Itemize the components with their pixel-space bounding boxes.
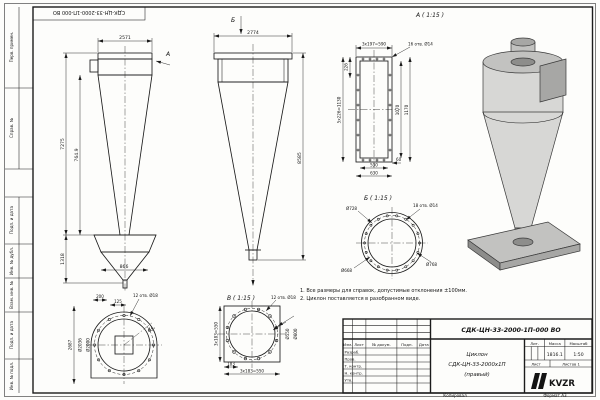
section-a-view: [348, 50, 400, 168]
dim-front-bunker: 1318: [60, 253, 66, 265]
product-name-2: СДК-ЦН-33-2000х1П: [448, 362, 505, 368]
col-doc: № докум.: [372, 342, 391, 347]
col-date: Дата: [419, 342, 429, 347]
bottom-strip: Копировал Формат А3: [443, 393, 567, 398]
dim-a-bottom-outer: 630: [370, 171, 378, 176]
note-line-2: 2. Циклон поставляется в разобранном вид…: [300, 296, 421, 302]
scroll-dims: 200 125 12 отв. Ø18 2687 Ø2036 Ø2000 45°: [68, 293, 158, 384]
dim-front-height: 7275: [60, 138, 66, 150]
sheet-frame: [4, 3, 596, 397]
section-v-dims: В ( 1:15 ) 12 отв. Ø18 3x183=550 Ø550 Ø6…: [214, 295, 298, 376]
logo-text: KVZR: [549, 379, 575, 389]
main-view: [213, 44, 293, 286]
lit-label: Лит.: [530, 341, 539, 346]
scroll-view: [86, 306, 162, 384]
sheets-label: Листов 1: [562, 362, 580, 367]
row-developed: Разраб.: [345, 350, 360, 355]
dim-a-top: 3x197=590: [362, 42, 386, 47]
margin-label-podp-data-2: Подп. и дата: [9, 321, 14, 349]
section-a-title: А ( 1:15 ): [415, 12, 444, 19]
dim-b-d768: Ø768: [426, 262, 437, 267]
section-b-title: Б ( 1:15 ): [364, 195, 392, 202]
dim-a-left: 5x226=1130: [337, 96, 342, 123]
dim-scroll-200: 200: [96, 294, 104, 299]
dim-v-step: 183: [227, 362, 235, 367]
dim-main-width: 2774: [247, 30, 259, 36]
section-b-view: [356, 207, 428, 279]
left-margin-labels: Перв. примен. Справ. № Подп. и дата Инв.…: [9, 32, 14, 390]
dim-front-width: 2571: [119, 35, 131, 41]
dim-v-d-outer: Ø600: [293, 328, 298, 339]
row-approved: Утв.: [345, 378, 353, 383]
dim-b-d668: Ø668: [341, 268, 352, 273]
scale-label: Масштаб: [569, 341, 588, 346]
col-sign: Подп.: [401, 342, 413, 347]
margin-label-perv-primen: Перв. примен.: [9, 32, 14, 63]
scale-value: 1:50: [573, 352, 583, 358]
row-ncontrol: Н. контр.: [345, 371, 363, 376]
product-name-3: (правый): [464, 372, 489, 378]
logo-bar-1: [531, 373, 540, 389]
dim-v-d-inner: Ø550: [285, 328, 290, 339]
dim-a-60: 60: [396, 157, 402, 162]
margin-label-vzam-inv: Взам. инв. №: [9, 281, 14, 309]
margin-label-podp-data-1: Подп. и дата: [9, 206, 14, 234]
section-b-dims: Б ( 1:15 ) Ø728 18 отв. Ø14 Ø668 Ø768: [341, 195, 438, 273]
front-view-dims: 2571 7275 764.9 1318 866 А: [60, 35, 171, 284]
dim-v-left: 3x183=550: [214, 322, 219, 346]
col-list: Лист: [354, 342, 364, 347]
section-v-view: [218, 301, 286, 368]
dim-scroll-height: 2687: [68, 339, 73, 350]
dim-v-bottom: 3x183=550: [240, 369, 264, 374]
dim-scroll-125: 125: [114, 299, 122, 304]
dim-a-bottom-inner: 530: [370, 163, 378, 168]
section-a-dims: А ( 1:15 ) 3x197=590 16 отв. Ø14 226 5x2…: [337, 12, 444, 178]
front-view: [89, 46, 157, 292]
margin-label-inv-dubl: Инв. № дубл.: [9, 247, 14, 275]
dim-a-right-inner: 1070: [395, 104, 400, 115]
margin-label-sprav: Справ. №: [9, 118, 14, 138]
dim-v-holes: 12 отв. Ø18: [271, 295, 296, 300]
dim-scroll-d-inner: Ø2000: [86, 338, 91, 352]
format-label: Формат А3: [543, 393, 567, 398]
dim-front-bottom: 866: [120, 264, 129, 270]
logo-bar-2: [538, 373, 547, 389]
section-v-title: В ( 1:15 ): [227, 295, 255, 302]
title-block: СДК-ЦН-33-2000-1П-000 ВО Изм. Лист № док…: [342, 318, 593, 394]
row-tcontrol: Т. контр.: [344, 364, 363, 369]
dim-main-height: 8585: [297, 152, 303, 164]
dim-a-holes: 16 отв. Ø14: [408, 42, 433, 47]
view-arrow-a-label: А: [165, 51, 170, 58]
titleblock-code: СДК-ЦН-33-2000-1П-000 ВО: [461, 327, 561, 334]
dim-scroll-angle: 45°: [148, 327, 155, 332]
dim-front-cone: 764.9: [74, 148, 80, 161]
dim-b-holes: 18 отв. Ø14: [413, 203, 438, 208]
dim-b-d728: Ø728: [346, 206, 357, 211]
sheet-label: Лист: [531, 362, 541, 367]
dim-a-226: 226: [344, 63, 349, 71]
dim-scroll-d-outer: Ø2036: [78, 338, 83, 352]
section-mark-b: Б: [231, 17, 235, 24]
note-line-1: 1. Все размеры для справок, допустимые о…: [300, 288, 467, 294]
margin-label-inv-podl: Инв. № подл.: [9, 362, 14, 390]
copied-label: Копировал: [443, 393, 467, 398]
product-name-1: Циклон: [466, 352, 488, 358]
dim-scroll-holes: 12 отв. Ø18: [133, 293, 158, 298]
main-view-dims: 2774 8585 Б: [213, 16, 306, 261]
mass-label: Масса: [549, 341, 561, 346]
dim-a-right-outer: 1170: [404, 104, 409, 115]
row-checked: Пров.: [345, 357, 356, 362]
notes: 1. Все размеры для справок, допустимые о…: [300, 288, 467, 302]
top-corner-code: СДК-ЦН-33-2000-1П-000 ВО: [53, 9, 125, 15]
iso-3d-view: [467, 37, 581, 271]
col-izm: Изм.: [343, 342, 352, 347]
mass-value: 1816.1: [547, 352, 563, 358]
